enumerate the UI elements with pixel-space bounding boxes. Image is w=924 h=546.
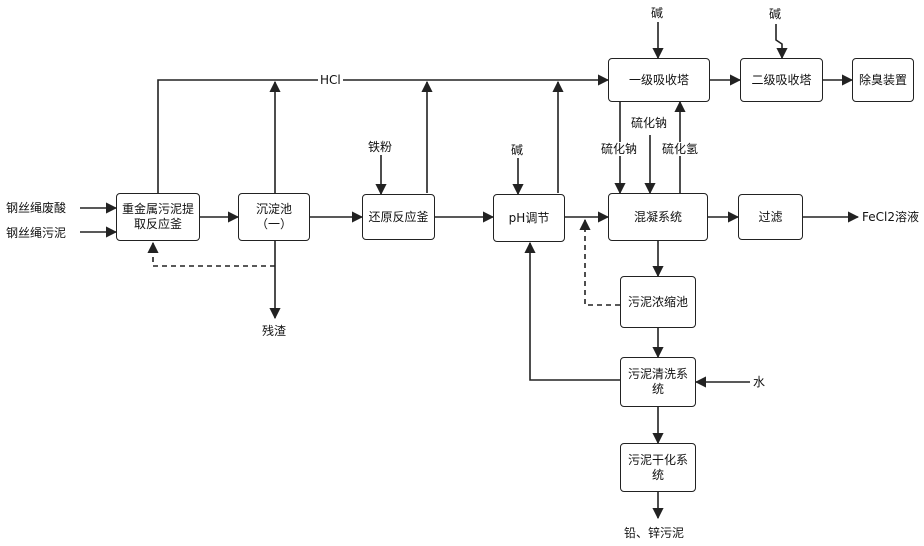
sludge-thickener-box: 污泥浓缩池 <box>620 276 696 328</box>
extraction-reactor-box: 重金属污泥提取反应釜 <box>116 193 200 241</box>
settling-tank-sublabel: （一） <box>255 217 292 231</box>
dashed-thickener-return <box>579 218 620 306</box>
settling-tank-box: 沉淀池 （一） <box>238 193 310 241</box>
sludge-drying-box: 污泥干化系统 <box>620 443 696 492</box>
filtration-label: 过滤 <box>758 209 783 224</box>
ph-adjust-label: pH调节 <box>508 210 550 225</box>
alkali-absorber2-label: 碱 <box>769 7 782 21</box>
alkali-ph-label: 碱 <box>511 143 524 157</box>
deodorizer-box: 除臭装置 <box>852 58 914 102</box>
arrow-alkali-to-absorber2 <box>775 24 788 60</box>
reduction-reactor-label: 还原反应釜 <box>368 209 429 224</box>
deodorizer-label: 除臭装置 <box>858 72 907 87</box>
h2s-label: 硫化氢 <box>662 142 699 156</box>
filtration-box: 过滤 <box>738 194 803 240</box>
sludge-washing-label: 污泥清洗系统 <box>627 367 688 396</box>
coagulation-label: 混凝系统 <box>633 209 682 224</box>
sludge-thickener-label: 污泥浓缩池 <box>627 294 688 309</box>
arrow-washing-return-to-ph <box>524 241 620 381</box>
na2s-label-2: 硫化钠 <box>601 142 638 156</box>
iron-powder-label: 铁粉 <box>368 140 393 154</box>
dashed-recycle-to-extraction <box>147 241 275 267</box>
settling-tank-label: 沉淀池 <box>255 202 292 216</box>
absorber-2-box: 二级吸收塔 <box>740 58 823 102</box>
extraction-reactor-label: 重金属污泥提取反应釜 <box>121 202 194 231</box>
product-label: FeCl2溶液 <box>862 210 919 224</box>
na2s-label-1: 硫化钠 <box>631 116 668 130</box>
alkali-absorber1-label: 碱 <box>651 6 664 20</box>
input-waste-acid: 钢丝绳废酸 <box>6 201 67 215</box>
input-sludge: 钢丝绳污泥 <box>6 226 67 240</box>
sludge-washing-box: 污泥清洗系统 <box>620 357 696 407</box>
coagulation-box: 混凝系统 <box>608 193 708 241</box>
reduction-reactor-box: 还原反应釜 <box>362 194 435 240</box>
absorber-1-box: 一级吸收塔 <box>608 58 710 102</box>
residue-label: 残渣 <box>262 324 287 338</box>
absorber-1-label: 一级吸收塔 <box>628 72 689 87</box>
hcl-label: HCl <box>318 73 343 87</box>
water-label: 水 <box>753 375 766 389</box>
final-sludge-label: 铅、锌污泥 <box>624 526 685 540</box>
hcl-header-line <box>157 74 610 193</box>
ph-adjust-box: pH调节 <box>493 194 565 242</box>
absorber-2-label: 二级吸收塔 <box>751 72 812 87</box>
sludge-drying-label: 污泥干化系统 <box>627 452 688 482</box>
